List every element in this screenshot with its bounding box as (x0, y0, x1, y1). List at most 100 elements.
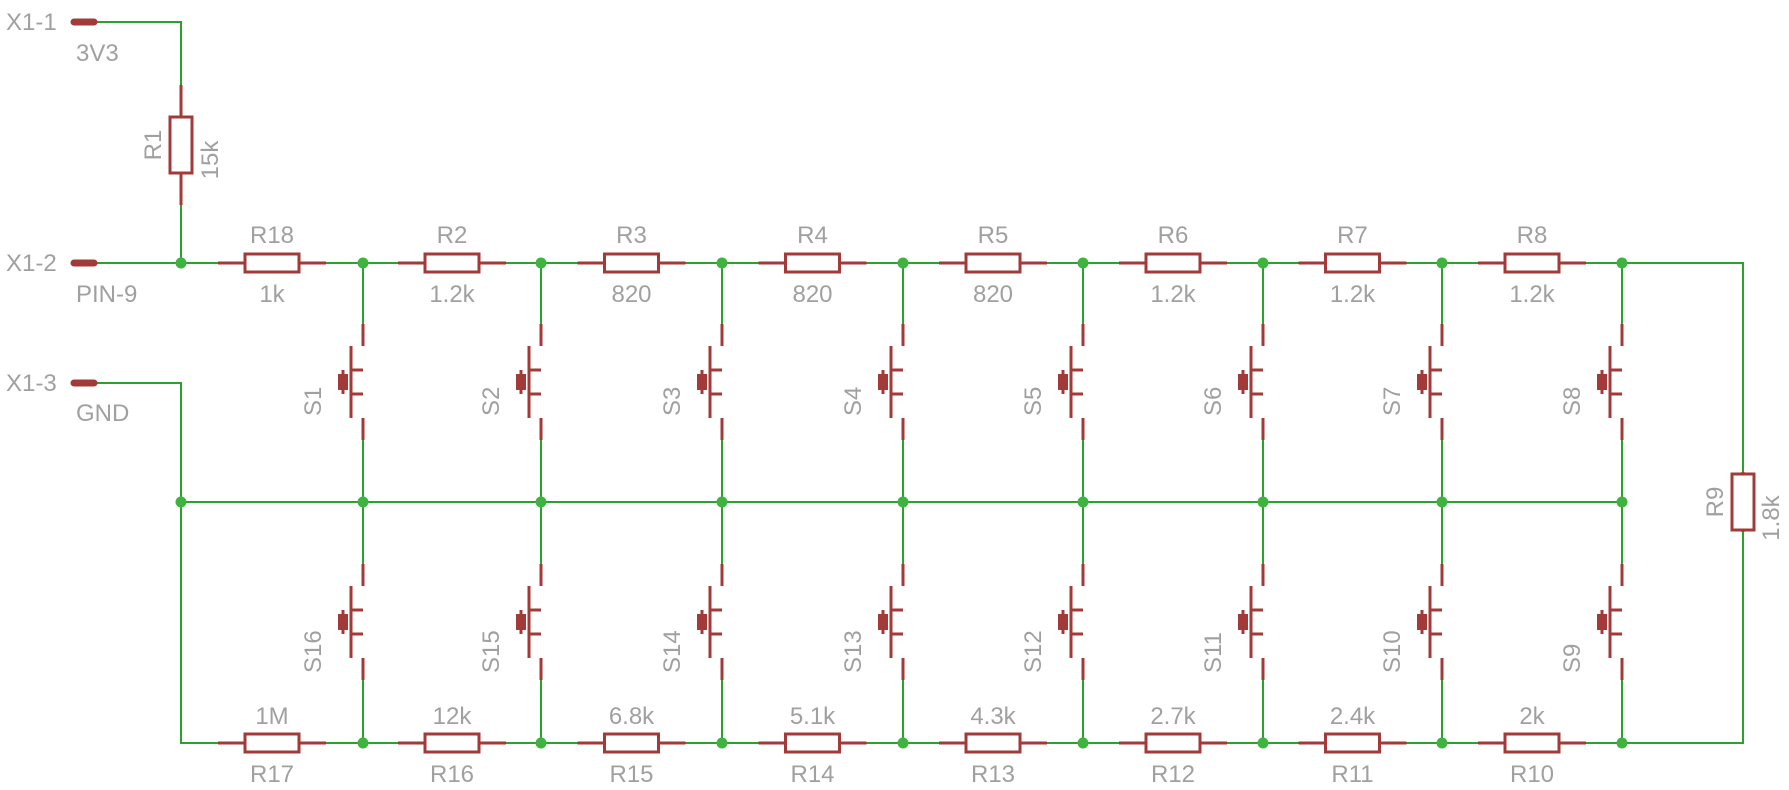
resistor-top-name: R3 (616, 222, 647, 249)
resistor-bottom-value: 2.7k (1150, 703, 1196, 730)
switch-bottom-label: S15 (478, 630, 505, 673)
switch-top-label: S8 (1559, 387, 1586, 416)
resistor-top-value: 820 (973, 281, 1013, 308)
wire-right-top (1622, 262, 1744, 472)
resistor-bottom-value: 2k (1519, 703, 1545, 730)
switch-bottom-label: S9 (1559, 644, 1586, 673)
wire-3v3 (94, 21, 182, 85)
resistor-top (758, 252, 867, 274)
junction-dot (535, 496, 547, 508)
wires (94, 21, 1744, 744)
junction-dot (175, 496, 187, 508)
resistor-bottom-value: 6.8k (609, 703, 655, 730)
resistor-top-value: 820 (611, 281, 651, 308)
resistor-r1 (168, 85, 194, 205)
junctions (175, 257, 1628, 749)
junction-dot (1257, 257, 1269, 269)
components (70, 18, 1756, 754)
resistor-body (964, 252, 1022, 274)
resistor-r9-value: 1.8k (1758, 494, 1785, 540)
switch-top (1238, 324, 1265, 440)
resistor-body (243, 732, 301, 754)
resistor-body (603, 252, 660, 274)
resistor-body (1730, 472, 1756, 532)
resistor-top (1298, 252, 1407, 274)
resistor-bottom (758, 732, 867, 754)
switch-top (1058, 324, 1085, 440)
resistor-body (423, 732, 481, 754)
connector-label: X1-1 (6, 9, 57, 36)
resistor-bottom (1119, 732, 1227, 754)
resistor-bottom-name: R11 (1331, 761, 1373, 788)
resistor-top-name: R4 (797, 222, 828, 249)
resistor-body (1144, 732, 1202, 754)
resistor-bottom (939, 732, 1047, 754)
resistor-top-value: 820 (792, 281, 832, 308)
switch-top (338, 324, 365, 440)
switch-bottom-label: S11 (1200, 632, 1227, 673)
junction-dot (1077, 257, 1089, 269)
resistor-top-value: 1k (259, 281, 285, 308)
junction-dot (1257, 737, 1269, 749)
switch-bottom (697, 564, 724, 680)
resistor-top-value: 1.2k (429, 281, 475, 308)
resistor-bottom-value: 5.1k (790, 703, 836, 730)
resistor-top-value: 1.2k (1330, 281, 1376, 308)
resistor-top-name: R18 (250, 222, 294, 249)
resistor-top (1119, 252, 1227, 274)
resistor-body (784, 732, 841, 754)
resistor-bottom-name: R12 (1151, 761, 1195, 788)
resistor-top-name: R5 (978, 222, 1009, 249)
net-label: GND (76, 400, 129, 427)
wire-right-bottom (1622, 532, 1744, 744)
resistor-bottom-value: 2.4k (1330, 703, 1376, 730)
junction-dot (1436, 257, 1448, 269)
switch-bottom-label: S16 (300, 630, 327, 673)
resistor-bottom-value: 1M (255, 703, 288, 730)
resistor-top (1478, 252, 1586, 274)
resistor-body (423, 252, 481, 274)
junction-dot (1436, 737, 1448, 749)
switch-bottom (878, 564, 905, 680)
resistor-body (243, 252, 301, 274)
switch-top-label: S6 (1200, 387, 1227, 416)
switch-top-label: S7 (1379, 387, 1406, 416)
resistor-bottom-name: R13 (971, 761, 1015, 788)
resistor-r9-name: R9 (1702, 487, 1729, 518)
resistor-body (1503, 252, 1561, 274)
net-label: 3V3 (76, 40, 119, 67)
resistor-bottom (218, 732, 326, 754)
junction-dot (535, 257, 547, 269)
resistor-r1-name: R1 (140, 130, 167, 161)
switch-bottom (1597, 564, 1624, 680)
connector-label: X1-3 (6, 370, 57, 397)
resistor-bottom-name: R14 (790, 761, 834, 788)
switch-top-label: S5 (1020, 387, 1047, 416)
junction-dot (716, 257, 728, 269)
resistor-bottom-value: 12k (433, 703, 473, 730)
junction-dot (897, 496, 909, 508)
resistor-body (1144, 252, 1202, 274)
resistor-bottom-name: R17 (250, 761, 294, 788)
junction-dot (175, 257, 187, 269)
wire-gnd (94, 382, 211, 744)
switch-bottom (338, 564, 365, 680)
resistor-bottom-name: R15 (609, 761, 653, 788)
resistor-top (218, 252, 326, 274)
resistor-top (577, 252, 686, 274)
resistor-body (964, 732, 1022, 754)
junction-dot (535, 737, 547, 749)
resistor-top-name: R7 (1337, 222, 1368, 249)
resistor-body (603, 732, 660, 754)
switch-bottom (516, 564, 543, 680)
switch-bottom-label: S14 (659, 630, 686, 673)
resistor-top (398, 252, 506, 274)
junction-dot (1616, 496, 1628, 508)
resistor-body (1324, 252, 1381, 274)
junction-dot (716, 496, 728, 508)
resistor-bottom (1478, 732, 1586, 754)
resistor-r9 (1730, 472, 1756, 532)
resistor-bottom-name: R16 (430, 761, 474, 788)
